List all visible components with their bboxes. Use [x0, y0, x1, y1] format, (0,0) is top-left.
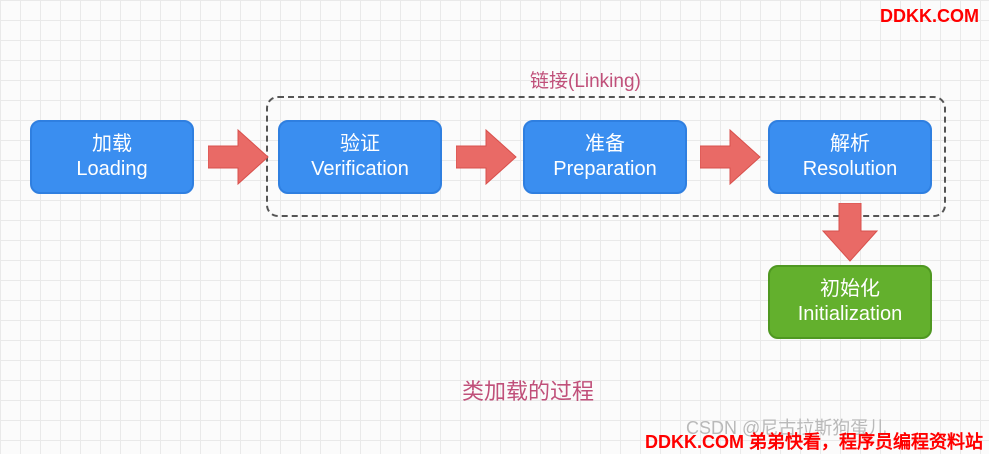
arrow-right-icon: [208, 128, 269, 186]
arrow-down-icon: [821, 203, 879, 262]
node-resolution: 解析 Resolution: [768, 120, 932, 194]
node-preparation: 准备 Preparation: [523, 120, 687, 194]
watermark-bottom: DDKK.COM 弟弟快看，程序员编程资料站: [645, 432, 983, 452]
node-loading-en: Loading: [76, 158, 148, 180]
arrow-right-icon: [700, 128, 761, 186]
node-verification: 验证 Verification: [278, 120, 442, 194]
arrow-right-icon: [456, 128, 517, 186]
watermark-csdn: CSDN @尼古拉斯狗蛋儿: [686, 418, 887, 438]
node-verification-en: Verification: [311, 158, 409, 180]
node-initialization-zh: 初始化: [820, 278, 880, 300]
linking-group-label: 链接(Linking): [530, 71, 641, 92]
diagram-caption: 类加载的过程: [462, 379, 595, 404]
node-preparation-en: Preparation: [553, 158, 657, 180]
node-initialization: 初始化 Initialization: [768, 265, 932, 339]
node-preparation-zh: 准备: [585, 133, 625, 155]
watermark-top: DDKK.COM: [880, 6, 979, 26]
node-loading: 加载 Loading: [30, 120, 194, 194]
node-resolution-zh: 解析: [830, 133, 870, 155]
node-initialization-en: Initialization: [797, 303, 903, 325]
node-verification-zh: 验证: [340, 133, 380, 155]
node-resolution-en: Resolution: [802, 158, 898, 180]
node-loading-zh: 加载: [92, 133, 132, 155]
